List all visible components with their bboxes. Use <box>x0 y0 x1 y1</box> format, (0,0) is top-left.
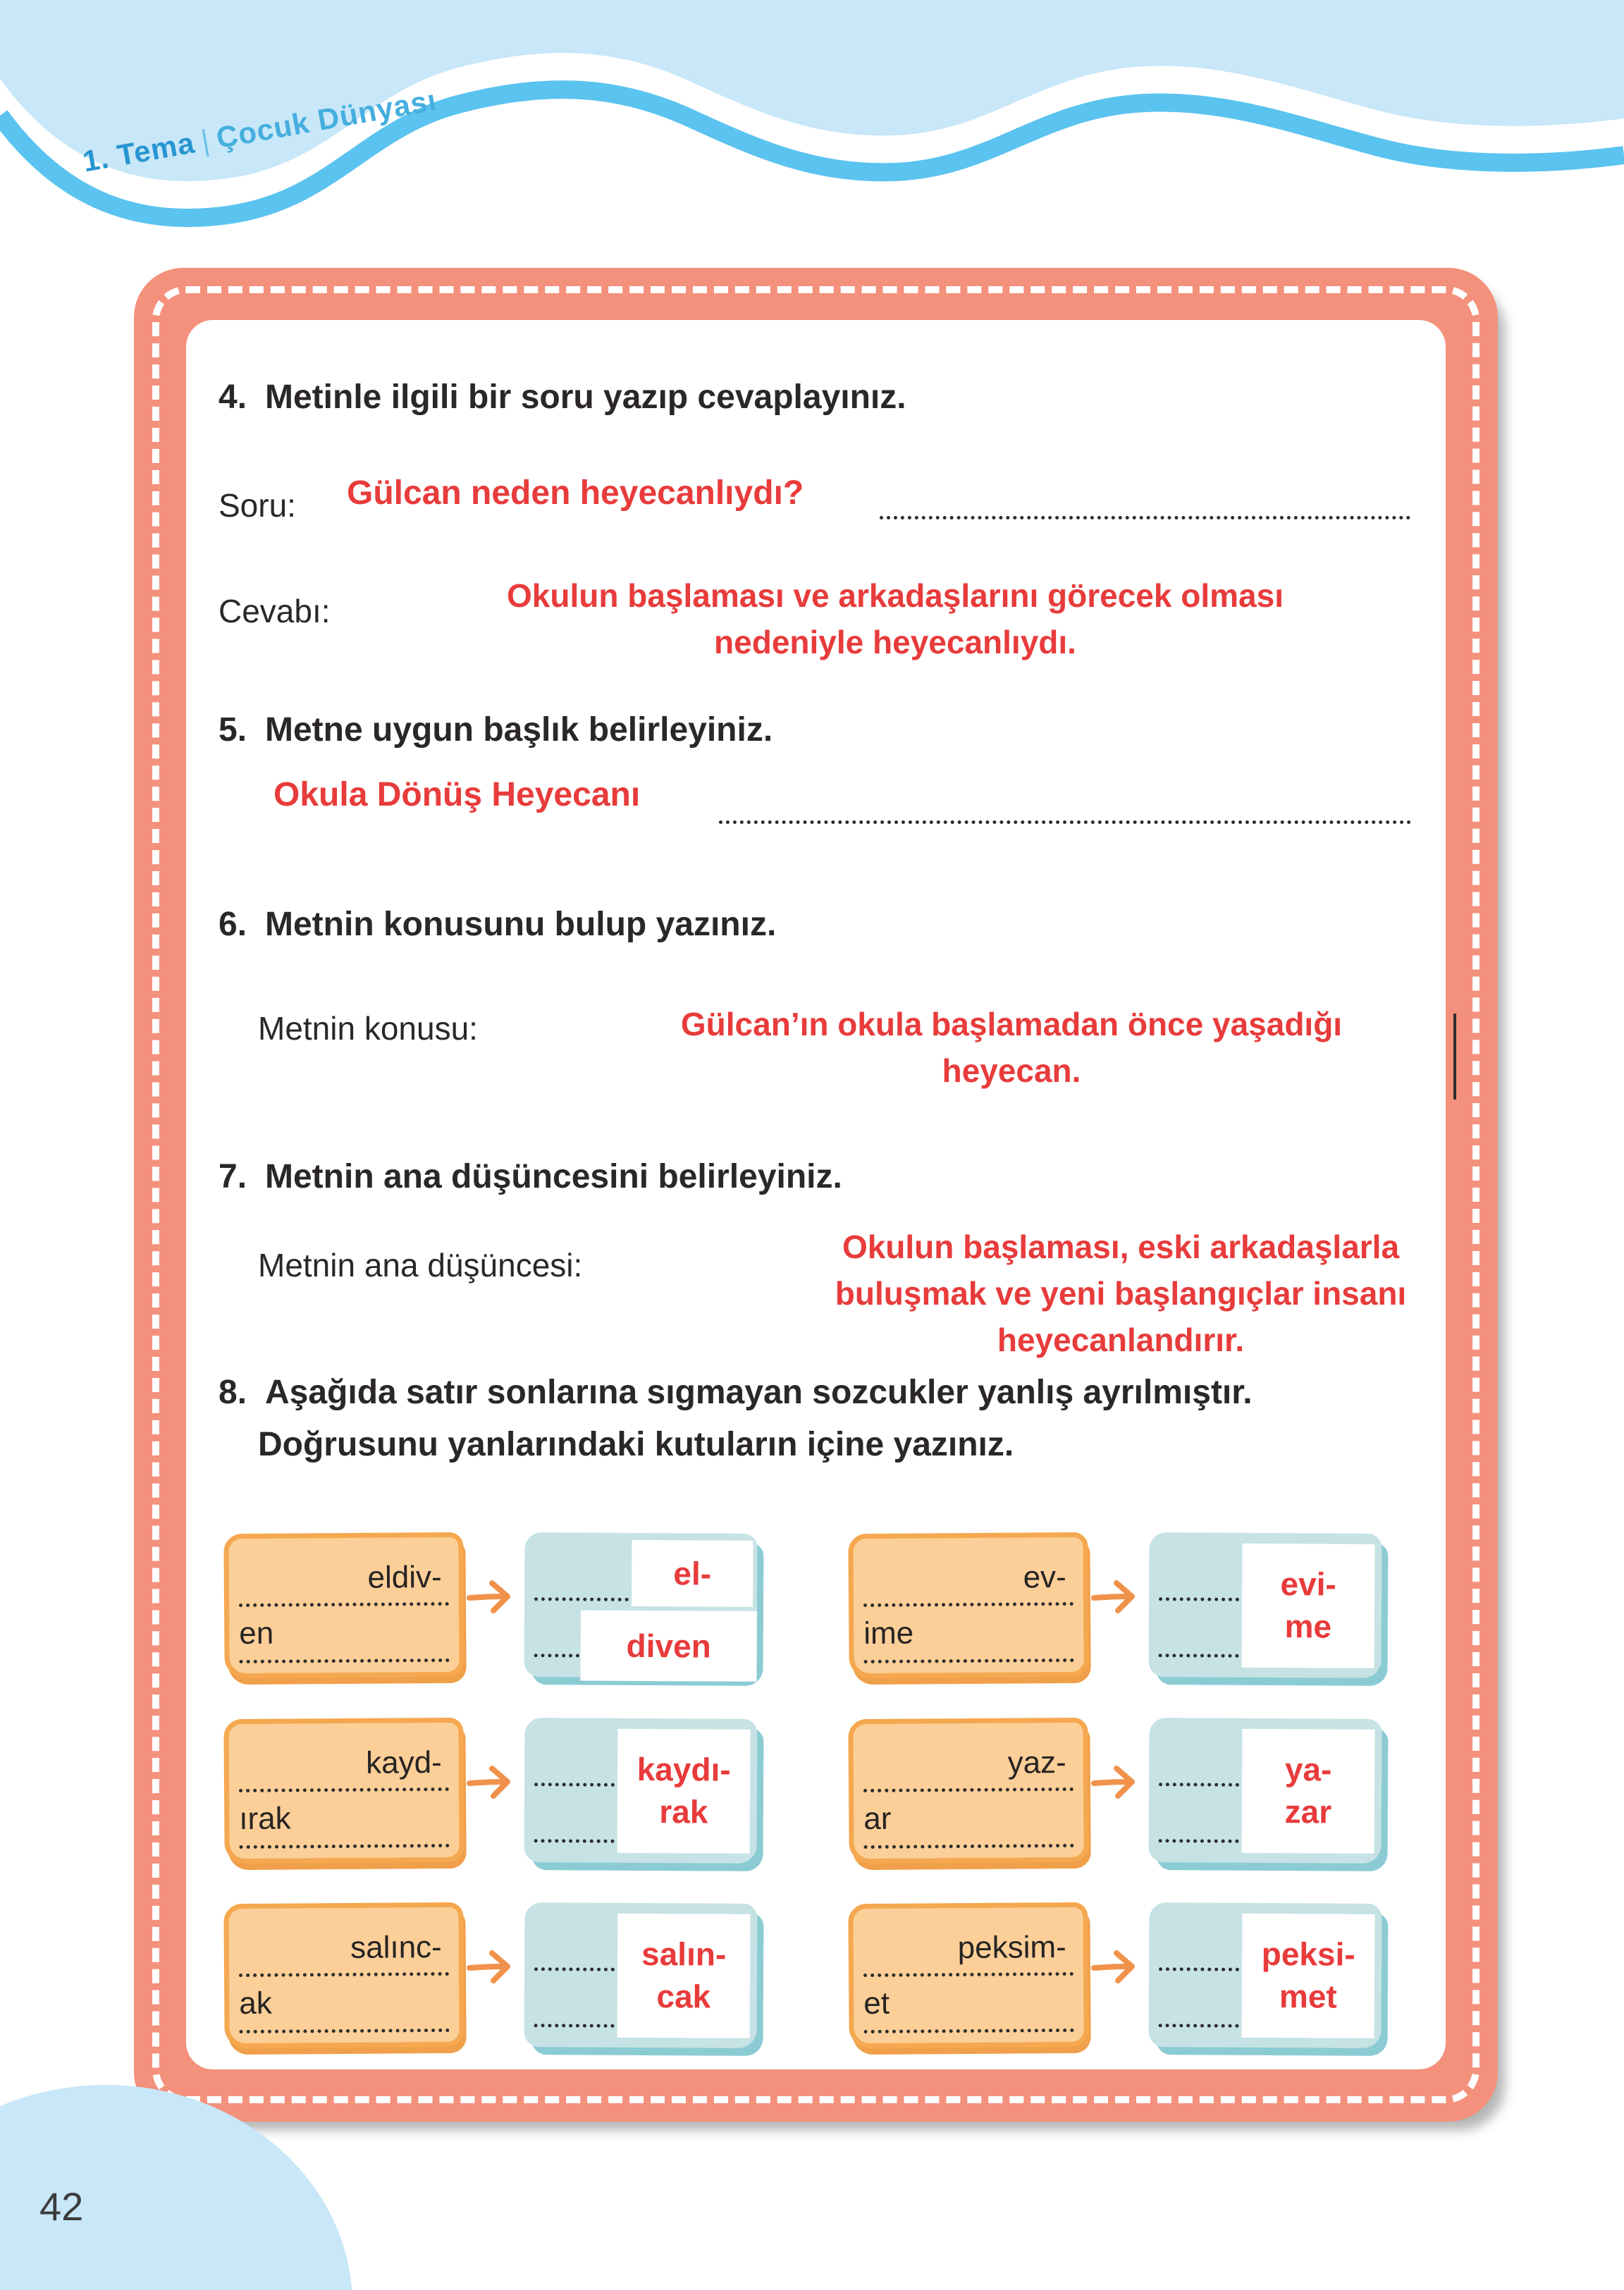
ana-dusunce-line2: buluşmak ve yeni başlangıçlar insanı <box>835 1275 1407 1312</box>
arrow-right-icon <box>467 1580 510 1613</box>
arrow-right-icon <box>467 1766 510 1799</box>
correct-answer-chip: diven <box>580 1610 757 1682</box>
wrong-syllable-1: ev- <box>1023 1560 1066 1595</box>
correct-syllable-1: salın- <box>641 1935 727 1973</box>
correct-answer-chip: ya- zar <box>1241 1728 1375 1854</box>
word-pair-eldiven: eldiv- en el- diven <box>223 1532 758 1682</box>
arrow-right-icon <box>1091 1766 1135 1799</box>
wrong-syllable-1: eldiv- <box>367 1560 442 1595</box>
question-5-text: Metne uygun başlık belirleyiniz. <box>265 711 773 749</box>
cevap-label: Cevabı: <box>219 593 331 629</box>
wrong-word-box: kayd- ırak <box>223 1717 465 1864</box>
wrong-syllable-1: salınc- <box>350 1930 442 1965</box>
word-pair-peksimet: peksim- et peksi- met <box>848 1902 1382 2049</box>
dashed-border <box>152 286 1480 2103</box>
correct-syllable-2: me <box>1284 1608 1332 1645</box>
soru-label: Soru: <box>219 487 296 524</box>
correct-answer-chip: peksi- met <box>1241 1913 1375 2038</box>
question-4-text: Metinle ilgili bir soru yazıp cevaplayın… <box>265 378 906 416</box>
question-7-number: 7. <box>219 1158 247 1195</box>
question-4-number: 4. <box>219 378 247 416</box>
top-wave-decoration: 1. Tema|Çocuk Dünyası <box>0 0 1624 254</box>
ana-dusunce-line3: heyecanlandırır. <box>997 1322 1245 1359</box>
correct-answer-chip: salın- cak <box>617 1913 751 2038</box>
correct-word-box: ya- zar <box>1148 1718 1382 1864</box>
correct-answer-chip: el- <box>631 1539 753 1607</box>
question-8-text-line2: Doğrusunu yanlarındaki kutuların içine y… <box>258 1426 1014 1463</box>
soru-answer: Gülcan neden heyecanlıydı? <box>347 474 804 512</box>
arrow-right-icon <box>1091 1580 1135 1613</box>
correct-word-box: kaydı- rak <box>524 1718 758 1864</box>
wrong-syllable-2: en <box>239 1615 274 1651</box>
correct-syllable-2: rak <box>659 1793 708 1830</box>
correct-syllable-1: kaydı- <box>636 1751 731 1788</box>
question-6-title: 6. Metnin konusunu bulup yazınız. <box>219 905 776 944</box>
correct-syllable-1: ya- <box>1284 1751 1332 1788</box>
ana-dusunce-line1: Okulun başlaması, eski arkadaşlarla <box>842 1229 1400 1265</box>
wrong-word-box: salınc- ak <box>223 1902 465 2049</box>
wrong-syllable-1: peksim- <box>957 1930 1066 1966</box>
wrong-syllable-2: ak <box>239 1986 272 2021</box>
question-5-number: 5. <box>219 711 247 749</box>
correct-syllable-2: cak <box>656 1978 711 2015</box>
word-pair-yazar: yaz- ar ya- zar <box>848 1717 1382 1864</box>
konu-answer-line1: Gülcan’ın okula başlamadan önce yaşadığı <box>680 1006 1343 1042</box>
correct-syllable-2: met <box>1279 1978 1337 2015</box>
wrong-word-box: ev- ime <box>848 1532 1089 1679</box>
wrong-syllable-2: ar <box>863 1801 892 1837</box>
question-7-text: Metnin ana düşüncesini belirleyiniz. <box>265 1158 842 1195</box>
correct-answer-chip: evi- me <box>1241 1543 1375 1668</box>
konu-answer: Gülcan’ın okula başlamadan önce yaşadığı… <box>578 1001 1445 1094</box>
word-pair-kaydirak: kayd- ırak kaydı- rak <box>223 1717 758 1864</box>
page-number: 42 <box>39 2184 84 2229</box>
wrong-word-box: yaz- ar <box>848 1717 1089 1864</box>
wrong-syllable-1: yaz- <box>1007 1745 1066 1780</box>
wave-graphic <box>0 0 1624 228</box>
question-6-number: 6. <box>219 906 247 943</box>
worksheet-frame <box>134 268 1498 2122</box>
correct-syllable-2: zar <box>1284 1793 1332 1830</box>
wrong-syllable-2: ime <box>863 1615 914 1651</box>
konu-label: Metnin konusu: <box>258 1010 478 1047</box>
wrong-word-box: eldiv- en <box>223 1532 465 1679</box>
wrong-syllable-1: kayd- <box>365 1745 442 1780</box>
correct-syllable-1: evi- <box>1280 1565 1336 1603</box>
question-8-text-line1: Aşağıda satır sonlarına sıgmayan sozcukl… <box>265 1374 1253 1411</box>
title-answer: Okula Dönüş Heyecanı <box>273 776 641 813</box>
question-4-title: 4. Metinle ilgili bir soru yazıp cevapla… <box>219 378 906 417</box>
question-8-number: 8. <box>219 1374 247 1411</box>
dotted-writing-line <box>863 1722 1074 1849</box>
wrong-syllable-2: et <box>863 1986 890 2021</box>
correct-answer-chip: kaydı- rak <box>617 1728 751 1854</box>
soru-answer-dotted-line <box>880 485 1410 519</box>
konu-answer-line2: heyecan. <box>942 1052 1081 1090</box>
arrow-right-icon <box>1091 1950 1135 1983</box>
cevap-answer: Okulun başlaması ve arkadaşlarını görece… <box>395 572 1396 665</box>
wrong-word-box: peksim- et <box>848 1902 1089 2049</box>
question-5-title: 5. Metne uygun başlık belirleyiniz. <box>219 710 773 749</box>
correct-word-box: evi- me <box>1148 1532 1382 1678</box>
correct-word-box: peksi- met <box>1148 1902 1382 2048</box>
print-artifact-line <box>1453 1014 1456 1100</box>
word-pair-salincak: salınc- ak salın- cak <box>223 1902 758 2049</box>
wrong-syllable-2: ırak <box>239 1801 291 1837</box>
cevap-answer-line2: nedeniyle heyecanlıydı. <box>714 624 1076 661</box>
title-answer-dotted-line <box>719 788 1411 824</box>
correct-word-box: salın- cak <box>524 1902 758 2048</box>
word-pair-evime: ev- ime evi- me <box>848 1532 1382 1679</box>
ana-dusunce-answer: Okulun başlaması, eski arkadaşlarla bulu… <box>768 1224 1473 1364</box>
ana-dusunce-label: Metnin ana düşüncesi: <box>258 1247 583 1283</box>
question-8-title: 8. Aşağıda satır sonlarına sıgmayan sozc… <box>219 1373 1253 1412</box>
correct-syllable-1: peksi- <box>1261 1935 1355 1973</box>
question-7-title: 7. Metnin ana düşüncesini belirleyiniz. <box>219 1157 842 1196</box>
correct-word-box: el- diven <box>524 1532 758 1682</box>
dotted-writing-line <box>863 1907 1074 2034</box>
arrow-right-icon <box>467 1950 510 1983</box>
question-6-text: Metnin konusunu bulup yazınız. <box>265 906 777 943</box>
cevap-answer-line1: Okulun başlaması ve arkadaşlarını görece… <box>507 577 1284 614</box>
